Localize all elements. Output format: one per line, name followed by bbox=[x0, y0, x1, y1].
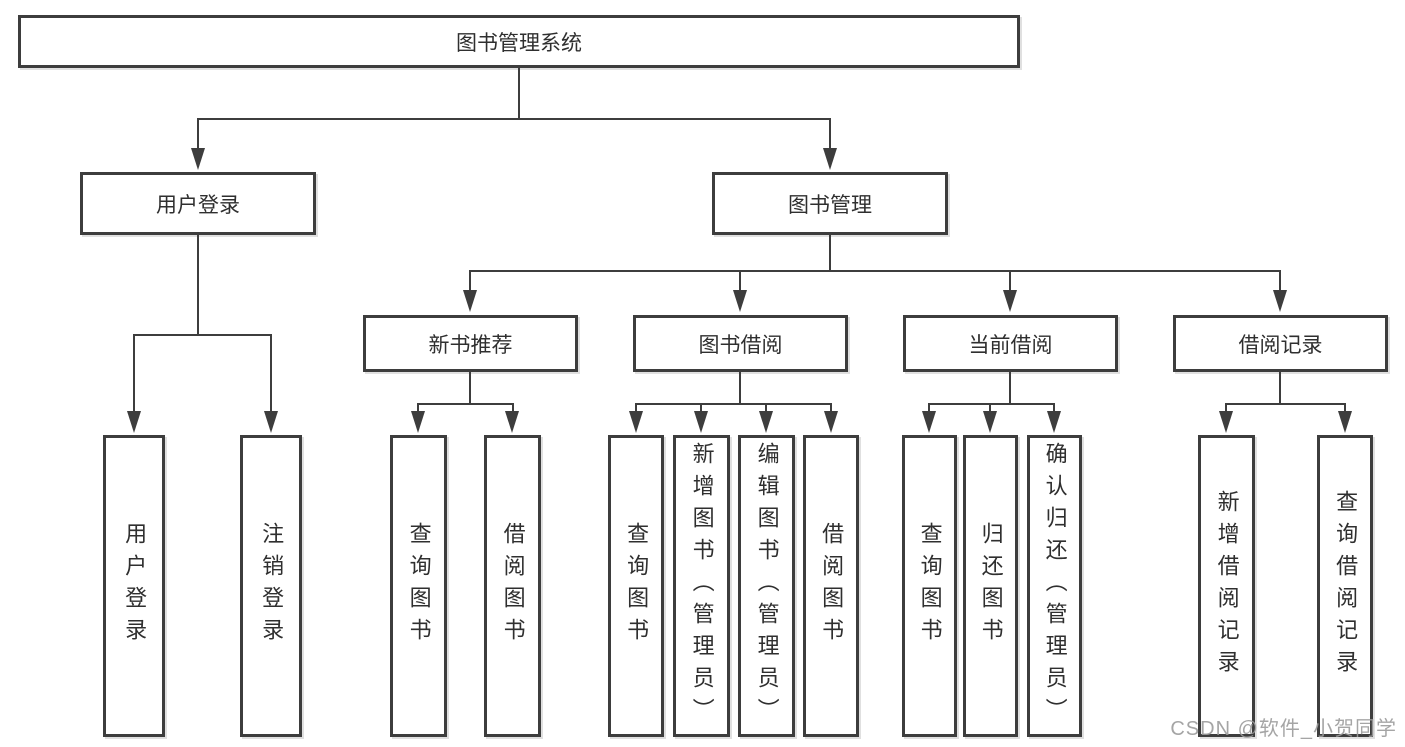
node-label: 当前借阅 bbox=[968, 333, 1053, 357]
connector-vline bbox=[518, 68, 520, 120]
node-label: 新增图书（管理员） bbox=[689, 442, 715, 730]
node-label: 用户登录 bbox=[122, 522, 148, 650]
connector-hline bbox=[469, 270, 1281, 272]
connector-hline bbox=[635, 403, 832, 405]
node-label: 借阅图书 bbox=[819, 522, 845, 650]
node-add-borrow-record: 新增借阅记录 bbox=[1198, 435, 1255, 737]
node-label: 借阅记录 bbox=[1238, 333, 1323, 357]
connector-vline bbox=[635, 403, 637, 413]
connector-vline bbox=[469, 270, 471, 291]
connector-hline bbox=[928, 403, 1055, 405]
connector-vline bbox=[1279, 270, 1281, 291]
node-label: 归还图书 bbox=[978, 522, 1004, 650]
connector-vline bbox=[829, 118, 831, 148]
connector-vline bbox=[197, 235, 199, 336]
arrowhead-down bbox=[922, 411, 936, 433]
connector-vline bbox=[765, 403, 767, 413]
connector-vline bbox=[469, 372, 471, 405]
connector-vline bbox=[1009, 372, 1011, 405]
node-query-books-recommend: 查询图书 bbox=[390, 435, 447, 737]
connector-vline bbox=[989, 403, 991, 413]
node-logout-leaf: 注销登录 bbox=[240, 435, 302, 737]
node-user-login-branch: 用户登录 bbox=[80, 172, 316, 235]
node-label: 查询图书 bbox=[624, 522, 650, 650]
connector-hline bbox=[133, 334, 272, 336]
connector-vline bbox=[739, 270, 741, 291]
node-query-books-borrow: 查询图书 bbox=[608, 435, 664, 737]
node-label: 编辑图书（管理员） bbox=[754, 442, 780, 730]
arrowhead-down bbox=[191, 148, 205, 170]
node-query-borrow-record: 查询借阅记录 bbox=[1317, 435, 1373, 737]
arrowhead-down bbox=[1003, 290, 1017, 312]
node-edit-book-admin: 编辑图书（管理员） bbox=[738, 435, 795, 737]
connector-vline bbox=[270, 334, 272, 413]
arrowhead-down bbox=[824, 411, 838, 433]
node-new-book-recommend: 新书推荐 bbox=[363, 315, 578, 372]
connector-vline bbox=[739, 372, 741, 405]
connector-vline bbox=[1225, 403, 1227, 413]
arrowhead-down bbox=[127, 411, 141, 433]
node-query-books-current: 查询图书 bbox=[902, 435, 957, 737]
node-borrow-records: 借阅记录 bbox=[1173, 315, 1388, 372]
arrowhead-down bbox=[759, 411, 773, 433]
node-borrow-books-recommend: 借阅图书 bbox=[484, 435, 541, 737]
connector-vline bbox=[133, 334, 135, 413]
arrowhead-down bbox=[411, 411, 425, 433]
connector-hline bbox=[417, 403, 514, 405]
node-label: 新增借阅记录 bbox=[1214, 490, 1240, 682]
node-label: 新书推荐 bbox=[428, 333, 513, 357]
node-label: 查询图书 bbox=[917, 522, 943, 650]
node-label: 注销登录 bbox=[259, 522, 285, 650]
arrowhead-down bbox=[463, 290, 477, 312]
connector-vline bbox=[1344, 403, 1346, 413]
node-label: 借阅图书 bbox=[500, 522, 526, 650]
node-borrow-books-leaf: 借阅图书 bbox=[803, 435, 859, 737]
connector-vline bbox=[1009, 270, 1011, 291]
arrowhead-down bbox=[733, 290, 747, 312]
node-add-book-admin: 新增图书（管理员） bbox=[673, 435, 730, 737]
arrowhead-down bbox=[1047, 411, 1061, 433]
node-return-books: 归还图书 bbox=[963, 435, 1018, 737]
arrowhead-down bbox=[505, 411, 519, 433]
node-book-mgmt-branch: 图书管理 bbox=[712, 172, 948, 235]
arrowhead-down bbox=[694, 411, 708, 433]
node-book-borrow: 图书借阅 bbox=[633, 315, 848, 372]
node-user-login-leaf: 用户登录 bbox=[103, 435, 165, 737]
connector-vline bbox=[829, 235, 831, 272]
connector-vline bbox=[830, 403, 832, 413]
connector-vline bbox=[928, 403, 930, 413]
connector-vline bbox=[512, 403, 514, 413]
arrowhead-down bbox=[1219, 411, 1233, 433]
node-system-root: 图书管理系统 bbox=[18, 15, 1020, 68]
arrowhead-down bbox=[264, 411, 278, 433]
node-label: 查询图书 bbox=[406, 522, 432, 650]
arrowhead-down bbox=[1273, 290, 1287, 312]
node-confirm-return-admin: 确认归还（管理员） bbox=[1027, 435, 1082, 737]
connector-vline bbox=[1053, 403, 1055, 413]
arrowhead-down bbox=[1338, 411, 1352, 433]
arrowhead-down bbox=[823, 148, 837, 170]
node-label: 图书管理 bbox=[788, 193, 872, 217]
connector-vline bbox=[700, 403, 702, 413]
node-label: 用户登录 bbox=[156, 193, 240, 217]
connector-hline bbox=[1225, 403, 1346, 405]
connector-hline bbox=[197, 118, 831, 120]
connector-vline bbox=[197, 118, 199, 148]
csdn-watermark: CSDN @软件_小贺同学 bbox=[1170, 718, 1397, 740]
node-label: 查询借阅记录 bbox=[1333, 490, 1359, 682]
node-label: 确认归还（管理员） bbox=[1042, 442, 1068, 730]
node-current-borrow: 当前借阅 bbox=[903, 315, 1118, 372]
node-label: 图书管理系统 bbox=[456, 31, 582, 55]
connector-vline bbox=[1279, 372, 1281, 405]
arrowhead-down bbox=[983, 411, 997, 433]
arrowhead-down bbox=[629, 411, 643, 433]
node-label: 图书借阅 bbox=[698, 333, 783, 357]
connector-vline bbox=[417, 403, 419, 413]
